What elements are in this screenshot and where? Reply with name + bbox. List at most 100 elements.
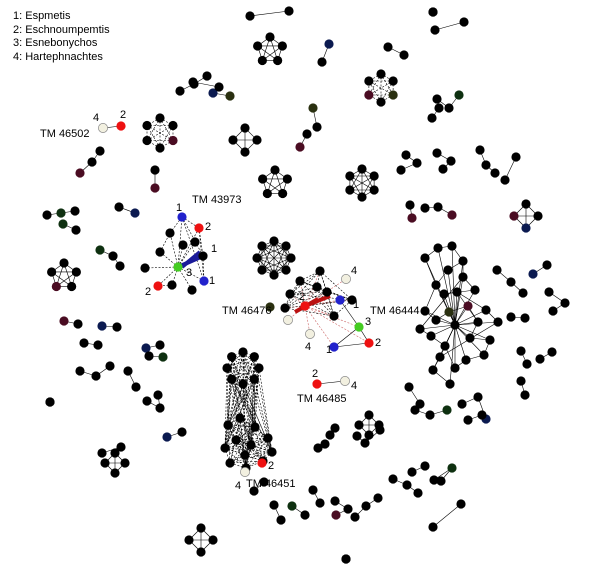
graph-edge (244, 437, 269, 456)
graph-edge (261, 245, 287, 271)
graph-node (115, 261, 125, 271)
graph-node (262, 188, 272, 199)
graph-edge (231, 351, 244, 380)
graph-node (227, 374, 237, 384)
graph-node (399, 50, 409, 60)
graph-node (428, 365, 438, 375)
graph-node (440, 341, 450, 351)
nodes-layer (42, 6, 570, 564)
graph-node (250, 422, 260, 432)
graph-node (427, 113, 437, 123)
graph-edge (254, 426, 264, 462)
graph-node (345, 185, 355, 195)
graph-edge (456, 291, 487, 311)
graph-node (153, 390, 163, 400)
graph-edge (229, 444, 252, 464)
graph-node (273, 55, 283, 66)
node-name-label: 2 (205, 221, 211, 233)
graph-node (322, 287, 332, 297)
graph-edge (434, 21, 465, 31)
graph-node (357, 164, 367, 174)
graph-edge (447, 269, 456, 326)
graph-node (493, 317, 503, 327)
graph-node (269, 500, 279, 510)
graph-node (388, 90, 398, 100)
graph-node (47, 267, 57, 277)
graph-edge (250, 356, 255, 446)
graph-node (168, 135, 178, 146)
graph-node (432, 148, 442, 158)
graph-node (238, 347, 248, 357)
graph-node (373, 493, 383, 503)
graph-node (253, 41, 263, 51)
graph-node (196, 547, 206, 557)
graph-edge (235, 437, 269, 441)
graph-node (447, 241, 457, 251)
graph-node (317, 57, 327, 67)
graph-node (516, 376, 526, 386)
graph-node (42, 210, 52, 220)
graph-edge (231, 356, 252, 446)
graph-node (295, 142, 305, 152)
legend: 1: Espmetis 2: Eschnoumpemtis 3: Esnebon… (13, 10, 110, 64)
graph-node (281, 265, 291, 275)
graph-node (463, 301, 473, 311)
graph-node (345, 171, 355, 181)
graph-edge (144, 266, 179, 269)
graph-node (158, 352, 168, 362)
graph-edge (235, 439, 264, 462)
graph-node (105, 361, 115, 371)
graph-node (452, 287, 462, 297)
graph-node (364, 410, 374, 420)
graph-node (560, 298, 570, 308)
graph-node (302, 129, 312, 139)
graph-node (335, 295, 345, 305)
node-name-label: 4 (305, 341, 311, 353)
graph-edge (304, 299, 341, 307)
graph-node (178, 240, 188, 250)
graph-node (548, 306, 558, 316)
graph-edge (235, 439, 252, 446)
graph-node (162, 432, 172, 442)
node-name-label: 4 (351, 380, 357, 392)
graph-edge (229, 437, 269, 464)
graph-node (347, 295, 357, 305)
graph-node (108, 251, 118, 261)
graph-node (257, 458, 267, 468)
graph-edge (146, 125, 174, 141)
graph-edge (224, 447, 273, 453)
graph-node (214, 82, 224, 92)
graph-node (144, 351, 154, 361)
graph-node (184, 535, 194, 545)
graph-node (330, 496, 340, 506)
graph-edge (284, 307, 335, 317)
node-name-label: 3 (186, 267, 192, 279)
graph-node (436, 476, 446, 486)
node-name-label: 3 (365, 316, 371, 328)
graph-edge (242, 383, 256, 428)
graph-node (265, 302, 275, 312)
node-name-label: 4 (93, 112, 99, 124)
graph-edge (229, 451, 273, 464)
graph-node (533, 211, 543, 221)
graph-edge (239, 417, 264, 462)
graph-node (329, 342, 339, 352)
graph-edge (239, 417, 252, 446)
graph-node (463, 415, 473, 425)
graph-node (458, 256, 468, 266)
graph-edge (333, 342, 370, 348)
graph-node (257, 55, 267, 66)
graph-node (265, 32, 275, 42)
graph-edge (254, 367, 260, 428)
graph-edge (454, 276, 464, 326)
graph-node (263, 433, 273, 443)
graph-node (287, 501, 297, 511)
graph-node (447, 210, 457, 220)
labels-layer: TM 46502 TM 43973 TM 46476 TM 46444 TM 4… (40, 109, 420, 492)
graph-node (98, 123, 108, 133)
node-name-label: 2 (145, 286, 151, 298)
graph-node (410, 405, 420, 415)
graph-edge (289, 291, 328, 295)
graph-node (450, 320, 460, 330)
graph-node (153, 281, 163, 291)
